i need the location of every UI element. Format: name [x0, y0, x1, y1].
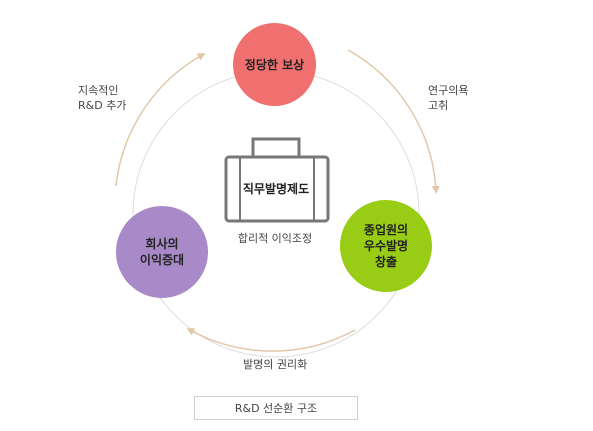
- footer-caption-box: R&D 선순환 구조: [194, 396, 358, 420]
- arrow-label-line: 연구의욕: [428, 84, 469, 97]
- node-label-line: 회사의: [145, 237, 179, 251]
- arrow-left-to-top: [115, 53, 206, 187]
- center-subtitle: 합리적 이익조정: [237, 232, 313, 245]
- node-fair-compensation: 정당한 보상: [233, 23, 316, 106]
- arrow-label-top-right: 연구의욕 고취: [428, 83, 468, 113]
- footer-caption: R&D 선순환 구조: [234, 402, 318, 415]
- node-label-line: 우수발명: [363, 239, 409, 253]
- node-company-profit: 회사의 이익증대: [116, 206, 208, 298]
- arrow-label-line: 고취: [428, 99, 449, 112]
- arrow-label-line: R&D 추가: [78, 99, 127, 112]
- arrow-label-top-left: 지속적인 R&D 추가: [78, 83, 126, 113]
- node-label-line: 창출: [374, 255, 398, 269]
- node-label-line: 종업원의: [363, 223, 409, 237]
- arrow-label-line: 지속적인: [78, 84, 119, 97]
- briefcase-icon: [224, 137, 330, 223]
- arrow-top-to-right: [347, 49, 440, 194]
- node-label-line: 이익증대: [139, 253, 185, 267]
- node-employee-invention: 종업원의 우수발명 창출: [340, 200, 432, 292]
- arrow-right-to-left: [186, 328, 356, 352]
- center-title: 직무발명제도: [242, 182, 310, 196]
- node-label-line: 정당한 보상: [244, 57, 305, 72]
- arrow-label-bottom: 발명의 권리화: [243, 358, 308, 371]
